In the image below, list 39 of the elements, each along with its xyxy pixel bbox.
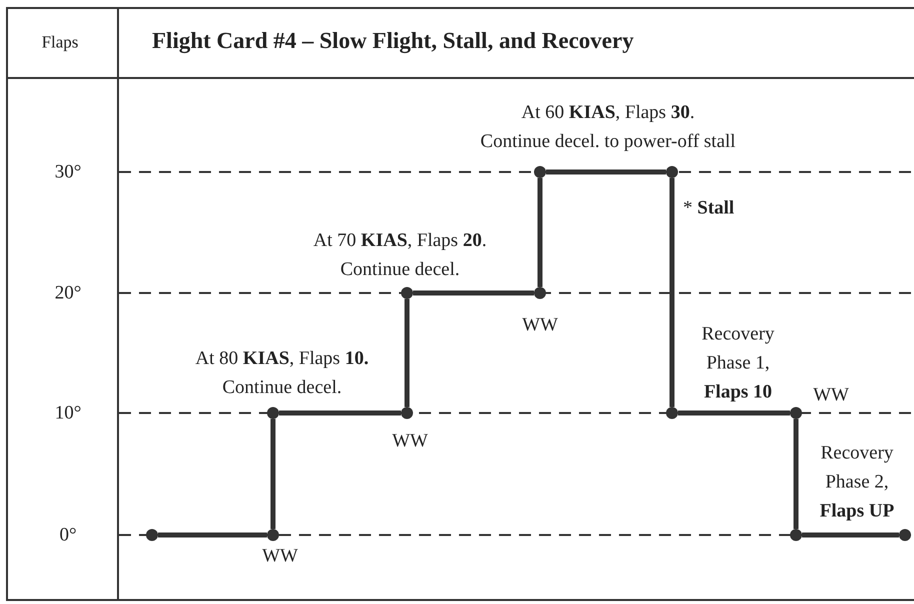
recovery-note: Recovery Phase 1, Flaps 10 [700,322,776,404]
wing-walk-note: WW [812,384,850,408]
step-note: At 70 KIAS, Flaps 20. Continue decel. [312,229,488,282]
step-point [899,529,911,541]
flap-step-line [678,410,790,416]
step-point [534,287,546,299]
flap-step-line [413,290,534,296]
flap-step-line [270,419,276,529]
flap-step-line [279,410,401,416]
recovery-note: Recovery Phase 2, Flaps UP [818,442,896,524]
step-point [790,407,802,419]
step-point [401,287,413,299]
flap-step-line [404,299,410,407]
axis-tick-label: 10° [54,402,82,426]
step-point [534,166,546,178]
flap-step-line [538,178,542,287]
wing-walk-note: WW [391,430,429,454]
step-point [267,529,279,541]
flap-step-line [794,419,798,529]
step-note: At 60 KIAS, Flaps 30. Continue decel. to power-off stall [479,101,737,154]
step-point [401,407,413,419]
wing-walk-note: WW [261,544,299,568]
step-note: At 80 KIAS, Flaps 10. Continue decel. [194,347,370,400]
stall-note: *Stall [683,196,736,220]
wing-walk-note: WW [521,314,559,338]
step-point [666,407,678,419]
axis-tick-label: 0° [58,524,78,548]
axis-title: Flaps [40,32,80,54]
step-point [267,407,279,419]
axis-tick-label: 30° [54,160,82,184]
step-point [790,529,802,541]
card-title: Flight Card #4 – Slow Flight, Stall, and Recovery [152,28,634,54]
flap-step-line [158,532,267,538]
flap-step-line [670,178,674,407]
step-point [146,529,158,541]
flap-step-line [546,170,666,174]
axis-tick-label: 20° [54,282,82,306]
step-point [666,166,678,178]
flap-step-line [802,532,899,538]
